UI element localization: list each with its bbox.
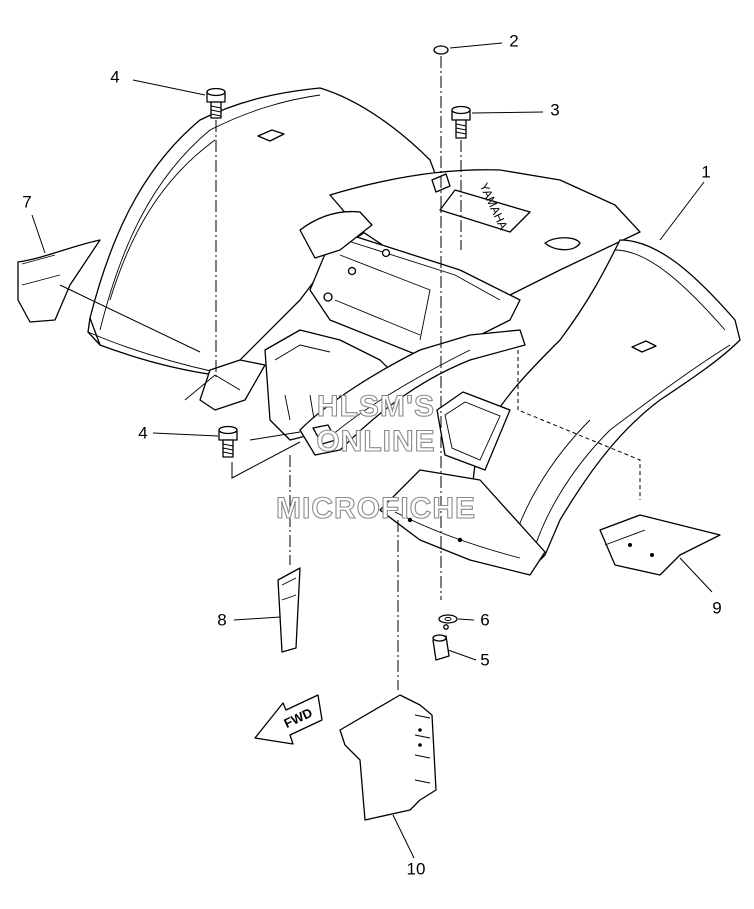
part-2-cap (433, 45, 449, 55)
watermark-line-2: ONLINE (316, 425, 435, 458)
part-1-rear-fender: YAMAHA (87, 87, 741, 576)
part-5-nut (432, 634, 450, 661)
callout-4-lower: 4 (138, 423, 147, 442)
callout-2: 2 (509, 31, 518, 50)
part-4-bolt-upper (206, 87, 226, 119)
callout-4-upper: 4 (110, 67, 119, 86)
part-3-bolt (451, 105, 471, 139)
assembly-lines (59, 56, 641, 690)
part-4-bolt-lower (218, 425, 238, 458)
part-8-flap (277, 567, 301, 653)
part-6-clip (438, 614, 458, 630)
callout-8: 8 (217, 610, 226, 629)
callout-1: 1 (701, 162, 710, 181)
callout-numbers: 1 2 3 4 4 5 6 7 8 9 10 (22, 31, 721, 878)
callout-10: 10 (407, 859, 426, 878)
watermark-line-3: MICROFICHE (276, 492, 476, 525)
callout-3: 3 (550, 100, 559, 119)
fwd-direction-arrow: FWD (254, 694, 323, 745)
part-9-cover-plate (599, 514, 721, 576)
callout-5: 5 (480, 650, 489, 669)
watermark: HLSM'S ONLINE MICROFICHE (275, 389, 476, 525)
callout-9: 9 (712, 598, 721, 617)
callout-leaders (31, 42, 713, 859)
watermark-line-1: HLSM'S (317, 390, 435, 423)
callout-7: 7 (22, 192, 31, 211)
part-7-mud-flap (17, 239, 101, 323)
part-10-mud-guard (339, 694, 437, 821)
callout-6: 6 (480, 610, 489, 629)
